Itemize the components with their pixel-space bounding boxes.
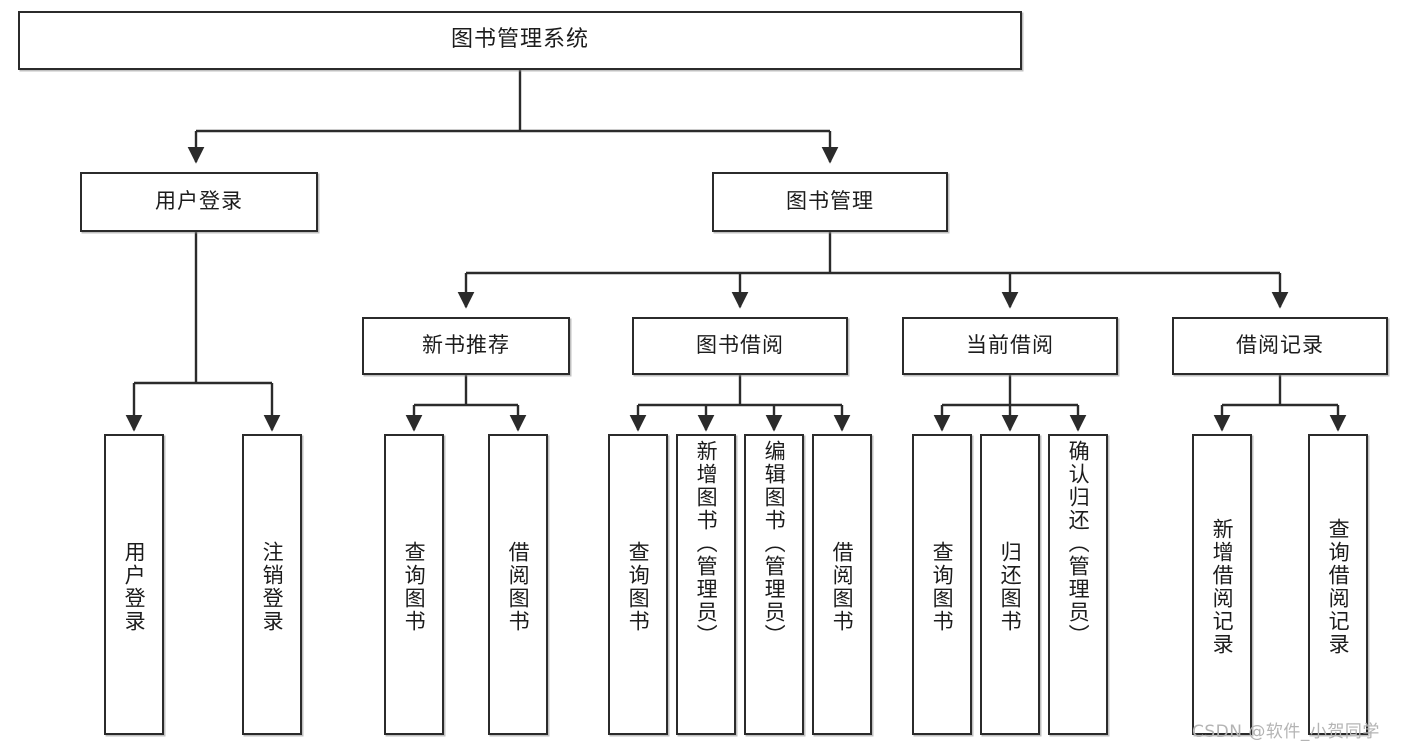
leaf-book-borrow-edit-book-admin[interactable]: 编辑图书（管理员） xyxy=(744,434,804,735)
node-current-borrow[interactable]: 当前借阅 xyxy=(902,317,1118,375)
node-label: 查询借阅记录 xyxy=(1326,517,1351,656)
leaf-current-borrow-query-book[interactable]: 查询图书 xyxy=(912,434,972,735)
node-label: 查询图书 xyxy=(626,540,651,633)
node-label: 新书推荐 xyxy=(422,333,510,358)
node-label: 当前借阅 xyxy=(966,333,1054,358)
node-label: 编辑图书（管理员） xyxy=(762,440,787,647)
leaf-book-borrow-borrow-book[interactable]: 借阅图书 xyxy=(812,434,872,735)
node-book-borrow[interactable]: 图书借阅 xyxy=(632,317,848,375)
node-label: 查询图书 xyxy=(930,540,955,633)
leaf-user-login-login[interactable]: 用户登录 xyxy=(104,434,164,735)
node-label: 借阅图书 xyxy=(830,540,855,633)
node-user-login[interactable]: 用户登录 xyxy=(80,172,318,232)
node-new-book-recommend[interactable]: 新书推荐 xyxy=(362,317,570,375)
node-label: 新增借阅记录 xyxy=(1210,517,1235,656)
leaf-current-borrow-return-book[interactable]: 归还图书 xyxy=(980,434,1040,735)
node-label: 图书管理 xyxy=(786,189,874,214)
node-book-management[interactable]: 图书管理 xyxy=(712,172,948,232)
node-label: 图书借阅 xyxy=(696,333,784,358)
node-label: 新增图书（管理员） xyxy=(694,440,719,647)
leaf-new-book-borrow-book[interactable]: 借阅图书 xyxy=(488,434,548,735)
leaf-user-login-logout[interactable]: 注销登录 xyxy=(242,434,302,735)
node-root-book-management-system[interactable]: 图书管理系统 xyxy=(18,11,1022,70)
node-label: 借阅记录 xyxy=(1236,333,1324,358)
node-label: 查询图书 xyxy=(402,540,427,633)
leaf-borrow-record-query-record[interactable]: 查询借阅记录 xyxy=(1308,434,1368,735)
node-label: 用户登录 xyxy=(122,540,147,633)
node-label: 借阅图书 xyxy=(506,540,531,633)
leaf-current-borrow-confirm-return-admin[interactable]: 确认归还（管理员） xyxy=(1048,434,1108,735)
leaf-new-book-query-book[interactable]: 查询图书 xyxy=(384,434,444,735)
node-label: 用户登录 xyxy=(155,189,243,214)
node-label: 图书管理系统 xyxy=(450,27,589,53)
leaf-book-borrow-query-book[interactable]: 查询图书 xyxy=(608,434,668,735)
node-borrow-record[interactable]: 借阅记录 xyxy=(1172,317,1388,375)
node-label: 归还图书 xyxy=(998,540,1023,633)
node-label: 确认归还（管理员） xyxy=(1066,440,1091,647)
leaf-book-borrow-add-book-admin[interactable]: 新增图书（管理员） xyxy=(676,434,736,735)
leaf-borrow-record-add-record[interactable]: 新增借阅记录 xyxy=(1192,434,1252,735)
csdn-watermark: CSDN @软件_小贺同学 xyxy=(1192,722,1380,742)
node-label: 注销登录 xyxy=(260,540,285,633)
